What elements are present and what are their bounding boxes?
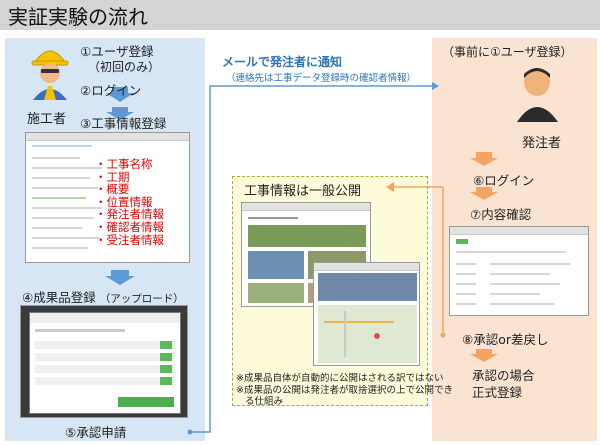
notify-note: （連絡先は工事データ登録時の確認者情報） [226, 73, 417, 84]
public-note-2: ※成果品の公開は発注者が取捨選択の上で公開でき [236, 384, 453, 396]
client-label: 発注者 [522, 136, 562, 151]
step-4-deliverable-registration: ④成果品登録（アップロード） [22, 287, 184, 306]
approval-line-2: 正式登録 [472, 385, 523, 400]
field-contractor-info: ・受注者情報 [95, 232, 164, 247]
title-bar [0, 0, 600, 30]
client-step-1-note: （事前に①ユーザ登録） [442, 45, 573, 59]
field-client-info: ・発注者情報 [95, 207, 164, 222]
public-note-1: ※成果品自体が自動的に公開はされる訳ではない [236, 373, 444, 384]
arrow-client-3 [470, 349, 498, 362]
step-1-user-registration: ①ユーザ登録 [80, 44, 154, 59]
page-title: 実証実験の流れ [8, 5, 148, 29]
field-period: ・工期 [95, 169, 130, 184]
field-overview: ・概要 [95, 182, 130, 197]
arrow-contractor-2 [106, 107, 134, 120]
step-6-login: ⑥ログイン [473, 173, 535, 188]
field-project-name: ・工事名称 [95, 157, 153, 171]
step-8-approve-or-reject: ⑧承認or差戻し [462, 332, 549, 347]
client-avatar [515, 62, 560, 122]
public-site-screenshot-2 [313, 262, 420, 366]
public-title: 工事情報は一般公開 [244, 184, 362, 199]
approval-result: 承認の場合 正式登録 [472, 367, 535, 401]
public-notes: ※成果品自体が自動的に公開はされる訳ではない ※成果品の公開は発注者が取捨選択の… [236, 373, 453, 408]
public-note-3: る仕組み [245, 396, 284, 407]
project-form-fields: ・工事名称 ・工期 ・概要 ・位置情報 ・発注者情報 ・確認者情報 ・受注者情報 [95, 158, 190, 246]
step-2-login: ②ログイン [80, 83, 142, 98]
approval-line-1: 承認の場合 [472, 368, 535, 383]
arrow-client-1 [470, 152, 498, 166]
field-location: ・位置情報 [95, 194, 153, 209]
step-3-project-registration: ③工事情報登録 [80, 116, 167, 131]
arrow-client-2 [470, 187, 498, 200]
notify-connector [190, 85, 432, 433]
notify-title: メールで発注者に通知 [222, 55, 343, 69]
arrow-contractor-3 [105, 270, 135, 285]
step-1-note: （初回のみ） [88, 60, 161, 74]
contractor-label: 施工者 [27, 112, 67, 127]
step-4-label: ④成果品登録 [22, 290, 96, 305]
review-screenshot [449, 226, 589, 316]
upload-screenshot [20, 305, 188, 418]
step-7-content-check: ⑦内容確認 [470, 207, 532, 222]
contractor-avatar [30, 42, 70, 100]
step-5-approval-request: ⑤承認申請 [65, 425, 127, 440]
arrow-contractor-1 [106, 87, 134, 102]
field-reviewer-info: ・確認者情報 [95, 219, 164, 234]
step-4-note: （アップロード） [99, 293, 184, 305]
project-form-screenshot [25, 132, 190, 263]
